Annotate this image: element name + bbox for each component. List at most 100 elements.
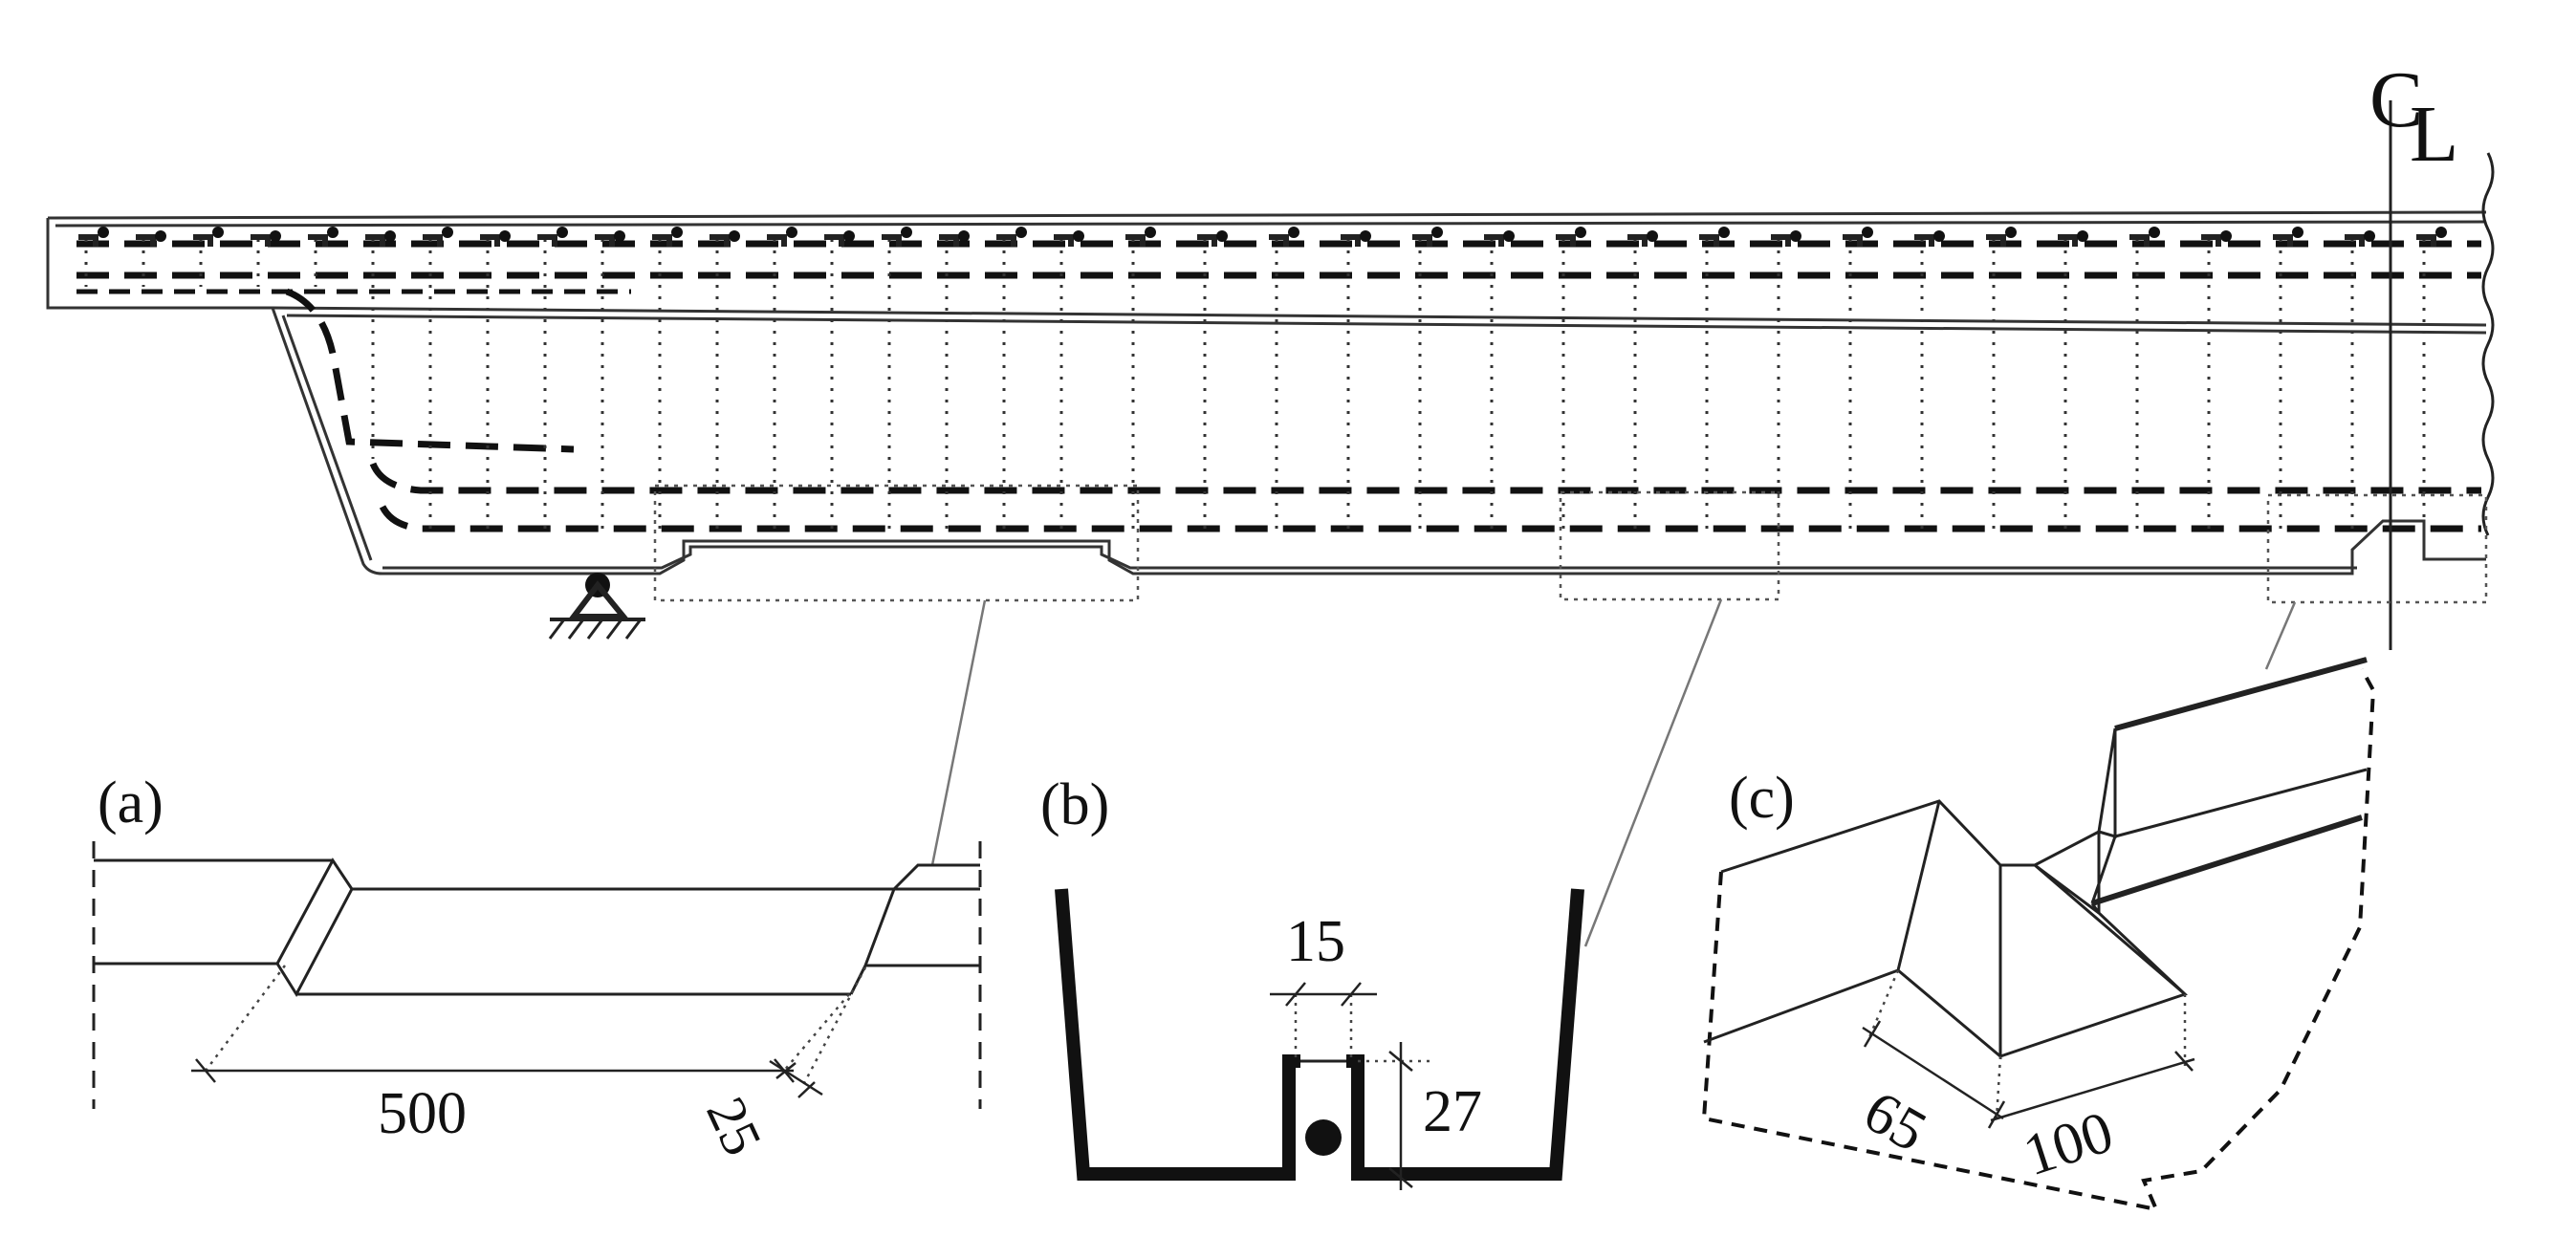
detail-b: (b) 15 27 [1040, 772, 1584, 1190]
bar-hook [1771, 234, 1791, 247]
bar-hook [2058, 234, 2078, 247]
detail-a-ext-1 [205, 965, 286, 1072]
bar-dot [1718, 227, 1730, 238]
detail-c-right-block [2097, 658, 2368, 839]
bar-hook [1125, 234, 1146, 247]
detail-a-dim-500-text: 500 [378, 1081, 467, 1146]
bar-dot [2364, 230, 2375, 242]
detail-b-dim-15-text: 15 [1286, 909, 1345, 974]
detail-b-label: (b) [1040, 772, 1109, 837]
bar-hook [2129, 234, 2150, 247]
beam-flange-underside [272, 306, 2487, 327]
bar-hook [1412, 234, 1432, 247]
bar-dot [958, 230, 970, 242]
bar-dot [98, 227, 109, 238]
detail-a-label: (a) [98, 771, 164, 836]
bar-dot [270, 230, 281, 242]
detail-b-dim-15 [1270, 982, 1377, 1007]
detail-c-dim-65 [1862, 1020, 2006, 1129]
bar-dot [2149, 227, 2160, 238]
tendon-draped-1 [285, 288, 575, 453]
bar-dot [2220, 230, 2232, 242]
bar-hook [824, 234, 844, 247]
bar-hook [480, 234, 500, 247]
bar-dot [327, 227, 338, 238]
bar-hook [767, 234, 787, 247]
beam-bottom-soffit [382, 519, 2486, 575]
bar-hook [2416, 234, 2436, 247]
centerline-label-c: C [2369, 55, 2423, 144]
pin-support [548, 573, 645, 640]
bar-dot [155, 230, 166, 242]
bar-hook [2345, 234, 2365, 247]
bar-hook [365, 234, 385, 247]
break-line [2481, 152, 2495, 536]
bar-hook [78, 234, 98, 247]
bar-hook [709, 234, 730, 247]
bar-dot [1575, 227, 1586, 238]
leader-b [1583, 598, 1723, 947]
bar-hook [423, 234, 443, 247]
beam-sloped-end-inner [281, 315, 373, 561]
beam-bottom-soffit-inner [382, 545, 2357, 570]
bar-dot [1862, 227, 1873, 238]
bar-dot [1790, 230, 1801, 242]
bar-dot [614, 230, 625, 242]
bar-hook [595, 234, 615, 247]
callout-box-b [1559, 490, 1780, 601]
bar-dot [2435, 227, 2447, 238]
bar-dot [843, 230, 855, 242]
bar-hook [2273, 234, 2293, 247]
bar-hook [2201, 234, 2221, 247]
bar-dot [1647, 230, 1658, 242]
detail-a-left-step [275, 857, 894, 998]
bar-dot [2077, 230, 2088, 242]
bar-hook [537, 234, 557, 247]
detail-b-tendon-dot [1305, 1119, 1342, 1156]
bar-hook [882, 234, 902, 247]
top-bar-group [78, 227, 2447, 247]
bar-hook [1843, 234, 1863, 247]
bar-dot [1503, 230, 1515, 242]
tendon-draped-2 [369, 462, 2481, 494]
bar-dot [384, 230, 396, 242]
bar-dot [1360, 230, 1371, 242]
detail-a-dim-25 [769, 1059, 823, 1098]
detail-a-right-step [849, 863, 980, 995]
bar-dot [671, 227, 683, 238]
bar-dot [1288, 227, 1299, 238]
bar-hook [1484, 234, 1504, 247]
leader-c [2264, 601, 2297, 670]
stirrup-group [84, 239, 2426, 535]
detail-c-dim-65-text: 65 [1853, 1078, 1937, 1164]
bar-hook [1699, 234, 1719, 247]
detail-b-dim-27 [1388, 1042, 1413, 1190]
detail-c-dim-100 [1990, 1051, 2195, 1122]
centerline-label-l: L [2410, 90, 2458, 179]
bar-dot [557, 227, 568, 238]
support-triangle [567, 580, 630, 619]
bar-dot [786, 227, 797, 238]
bar-dot [1431, 227, 1443, 238]
detail-a-dim-500 [191, 1058, 795, 1083]
bar-hook [251, 234, 271, 247]
detail-c-right-heavy [2091, 657, 2368, 906]
bar-hook [1341, 234, 1361, 247]
callout-box-a [653, 484, 1140, 602]
bar-dot [1073, 230, 1084, 242]
tendon-draped-3 [379, 505, 2481, 532]
bar-dot [2292, 227, 2303, 238]
beam-top-inner-edge [55, 220, 2487, 228]
bar-hook [1054, 234, 1074, 247]
detail-c-right-front [2090, 836, 2117, 914]
bar-hook [136, 234, 156, 247]
detail-c-left-block [1703, 799, 2100, 1060]
detail-c-break-outline [1701, 668, 2376, 1212]
bar-dot [2005, 227, 2017, 238]
bar-dot [1015, 227, 1027, 238]
support-hatch [548, 619, 643, 640]
detail-c-dim-100-text: 100 [2016, 1099, 2120, 1188]
bar-dot [1145, 227, 1156, 238]
